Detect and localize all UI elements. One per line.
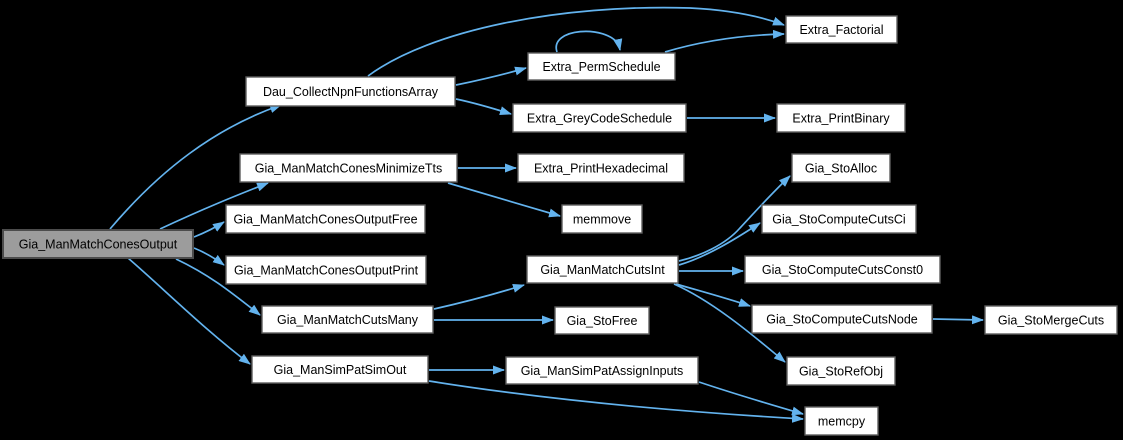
edge-root-dau: [109, 104, 282, 230]
node-Gia_StoMergeCuts[interactable]: Gia_StoMergeCuts: [984, 305, 1118, 335]
function-node-box[interactable]: [804, 406, 879, 436]
function-node-box[interactable]: [526, 255, 679, 284]
function-node-label: Gia_ManSimPatSimOut: [274, 363, 407, 377]
function-node-box[interactable]: [761, 204, 917, 234]
function-node-box[interactable]: [251, 355, 429, 384]
edge-assign-mcpy: [698, 381, 804, 416]
edge-root-mint: [159, 182, 269, 230]
node-Extra_PrintHexadecimal[interactable]: Extra_PrintHexadecimal: [517, 153, 685, 183]
edge-mint-mmove: [447, 182, 561, 218]
function-node-label: Dau_CollectNpnFunctionsArray: [263, 85, 439, 99]
function-node-box[interactable]: [261, 305, 434, 334]
function-node-box[interactable]: [785, 15, 898, 44]
function-node-box[interactable]: [984, 305, 1118, 335]
edge-root-cmany: [175, 258, 261, 316]
node-Dau_CollectNpnFunctionsArray[interactable]: Dau_CollectNpnFunctionsArray: [245, 76, 456, 107]
function-node-label: Extra_PrintHexadecimal: [534, 162, 668, 176]
function-node-label: Gia_StoComputeCutsNode: [766, 313, 918, 327]
node-Extra_PrintBinary[interactable]: Extra_PrintBinary: [776, 103, 906, 133]
function-node-label: memmove: [573, 213, 631, 227]
node-Gia_StoComputeCutsNode[interactable]: Gia_StoComputeCutsNode: [751, 304, 933, 334]
function-node-box[interactable]: [225, 255, 427, 285]
function-node-box[interactable]: [744, 255, 941, 284]
function-node-box[interactable]: [512, 103, 687, 133]
node-Extra_PermSchedule[interactable]: Extra_PermSchedule: [527, 52, 676, 81]
edge-perm-fact: [664, 29, 785, 53]
edge-dau-grey: [455, 98, 512, 115]
function-node-box[interactable]: [791, 153, 891, 183]
function-node-label: Gia_ManMatchConesOutputFree: [233, 213, 417, 227]
function-node-label: Gia_StoComputeCutsConst0: [762, 263, 923, 277]
node-memmove[interactable]: memmove: [561, 204, 643, 234]
edge-root-oprint: [193, 247, 225, 266]
edge-root-ofree: [193, 221, 225, 238]
node-Gia_ManMatchCutsMany[interactable]: Gia_ManMatchCutsMany: [261, 305, 434, 334]
node-Gia_StoRefObj[interactable]: Gia_StoRefObj: [786, 356, 896, 386]
function-node-box[interactable]: [554, 306, 650, 335]
edge-snode-smerge: [932, 315, 984, 325]
edge-cint-snode: [675, 283, 751, 307]
function-node-box[interactable]: [786, 356, 896, 386]
node-Extra_Factorial[interactable]: Extra_Factorial: [785, 15, 898, 44]
function-node-label: Gia_ManMatchCutsInt: [540, 263, 665, 277]
node-Gia_StoComputeCutsConst0[interactable]: Gia_StoComputeCutsConst0: [744, 255, 941, 284]
node-Gia_ManMatchConesOutput: Gia_ManMatchConesOutput: [2, 229, 194, 259]
function-node-label: Gia_StoAlloc: [805, 162, 877, 176]
function-node-label: Gia_ManMatchConesOutput: [19, 238, 178, 252]
edge-cint-salloc: [678, 175, 791, 262]
function-node-label: Extra_PrintBinary: [792, 112, 890, 126]
function-node-label: Extra_PermSchedule: [542, 60, 660, 74]
function-node-label: memcpy: [818, 415, 866, 429]
function-node-label: Extra_GreyCodeSchedule: [527, 112, 672, 126]
node-Gia_StoFree[interactable]: Gia_StoFree: [554, 306, 650, 335]
function-node-label: Gia_ManMatchConesMinimizeTts: [255, 162, 443, 176]
node-Gia_ManSimPatSimOut[interactable]: Gia_ManSimPatSimOut: [251, 355, 429, 384]
node-Gia_ManMatchCutsInt[interactable]: Gia_ManMatchCutsInt: [526, 255, 679, 284]
edge-cmany-cint: [433, 283, 525, 310]
edge-root-simout: [127, 257, 251, 365]
function-node-box[interactable]: [239, 153, 458, 183]
function-node-label: Gia_StoRefObj: [799, 365, 883, 379]
function-node-label: Gia_StoComputeCutsCi: [772, 213, 905, 227]
function-node-box[interactable]: [225, 204, 426, 234]
function-node-label: Gia_StoMergeCuts: [998, 314, 1104, 328]
function-node-label: Extra_Factorial: [799, 23, 883, 37]
node-Gia_ManMatchConesOutputPrint[interactable]: Gia_ManMatchConesOutputPrint: [225, 255, 427, 285]
function-node-box[interactable]: [751, 304, 933, 334]
function-node-label: Gia_StoFree: [567, 314, 638, 328]
node-Gia_ManMatchConesOutputFree[interactable]: Gia_ManMatchConesOutputFree: [225, 204, 426, 234]
function-node-label: Gia_ManMatchCutsMany: [277, 313, 419, 327]
function-node-box[interactable]: [517, 153, 685, 183]
node-Gia_StoAlloc[interactable]: Gia_StoAlloc: [791, 153, 891, 183]
function-node-box[interactable]: [245, 76, 456, 107]
function-node-box[interactable]: [505, 356, 699, 385]
node-Gia_ManMatchConesMinimizeTts[interactable]: Gia_ManMatchConesMinimizeTts: [239, 153, 458, 183]
function-node-label: Gia_ManMatchConesOutputPrint: [234, 264, 419, 278]
function-node-box[interactable]: [776, 103, 906, 133]
edge-simout-mcpy: [428, 380, 804, 423]
edge-perm-perm: [555, 30, 623, 53]
node-memcpy[interactable]: memcpy: [804, 406, 879, 436]
node-Gia_ManSimPatAssignInputs[interactable]: Gia_ManSimPatAssignInputs: [505, 356, 699, 385]
node-Extra_GreyCodeSchedule[interactable]: Extra_GreyCodeSchedule: [512, 103, 687, 133]
function-node-box[interactable]: [561, 204, 643, 234]
edge-dau-fact: [367, 6, 785, 77]
edge-cint-srefobj: [673, 283, 786, 363]
edge-cint-sci: [678, 222, 761, 266]
edge-dau-perm: [455, 66, 527, 86]
function-node-label: Gia_ManSimPatAssignInputs: [521, 364, 684, 378]
root-node-box: [2, 229, 194, 259]
node-Gia_StoComputeCutsCi[interactable]: Gia_StoComputeCutsCi: [761, 204, 917, 234]
function-node-box[interactable]: [527, 52, 676, 81]
